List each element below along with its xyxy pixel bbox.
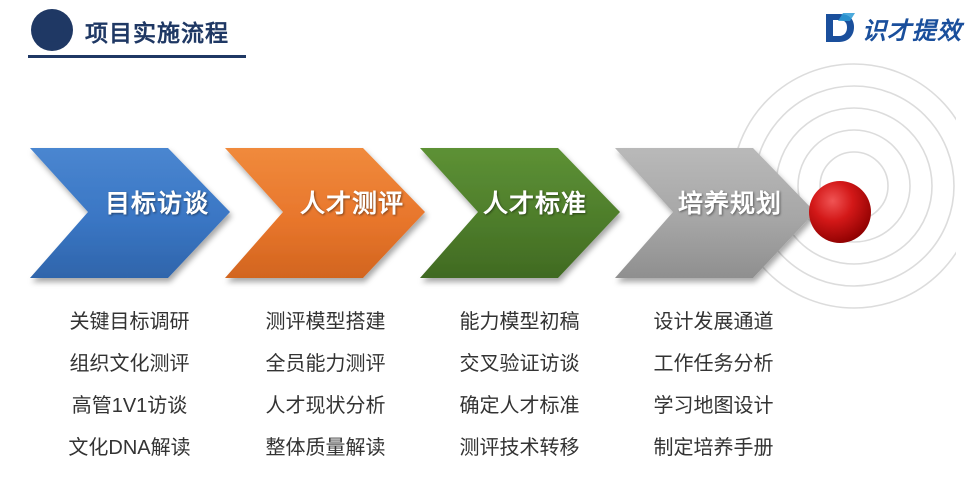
letter-d-logo-icon — [826, 13, 855, 42]
flow-step-3[interactable] — [615, 148, 815, 278]
list-item: 测评模型搭建 — [265, 311, 386, 333]
list-item: 文化DNA解读 — [68, 437, 191, 459]
title-underline — [28, 55, 246, 58]
list-item: 确定人才标准 — [459, 395, 580, 417]
list-item: 人才现状分析 — [265, 395, 386, 417]
arrows-svg — [30, 148, 871, 278]
list-item: 制定培养手册 — [653, 437, 774, 459]
flow-step-0[interactable] — [30, 148, 230, 278]
step-details-column-1: 测评模型搭建 全员能力测评 人才现状分析 整体质量解读 — [218, 312, 433, 480]
page-title: 项目实施流程 — [85, 20, 229, 46]
list-item: 工作任务分析 — [653, 353, 774, 375]
step-details: 关键目标调研 组织文化测评 高管1V1访谈 文化DNA解读 测评模型搭建 全员能… — [0, 312, 980, 492]
circle-swirl-logo-icon — [31, 9, 73, 51]
list-item: 能力模型初稿 — [459, 311, 580, 333]
list-item: 全员能力测评 — [265, 353, 386, 375]
list-item: 关键目标调研 — [69, 311, 190, 333]
list-item: 整体质量解读 — [265, 437, 386, 459]
list-item: 高管1V1访谈 — [71, 395, 188, 417]
brand-text: 识才提效 — [862, 17, 962, 45]
step-details-column-0: 关键目标调研 组织文化测评 高管1V1访谈 文化DNA解读 — [22, 312, 237, 480]
step-details-column-2: 能力模型初稿 交叉验证访谈 确定人才标准 测评技术转移 — [412, 312, 627, 480]
flow-step-2[interactable] — [420, 148, 620, 278]
list-item: 设计发展通道 — [653, 311, 774, 333]
flow-step-1[interactable] — [225, 148, 425, 278]
brand-logo: 识才提效 — [822, 8, 962, 48]
page-header: 项目实施流程 识才提效 — [0, 0, 980, 58]
process-flow: 目标访谈 人才测评 人才标准 培养规划 — [0, 130, 980, 295]
list-item: 测评技术转移 — [459, 437, 580, 459]
red-target-sphere-icon — [809, 181, 871, 243]
list-item: 学习地图设计 — [653, 395, 774, 417]
step-details-column-3: 设计发展通道 工作任务分析 学习地图设计 制定培养手册 — [606, 312, 821, 480]
list-item: 交叉验证访谈 — [459, 353, 580, 375]
list-item: 组织文化测评 — [69, 353, 190, 375]
